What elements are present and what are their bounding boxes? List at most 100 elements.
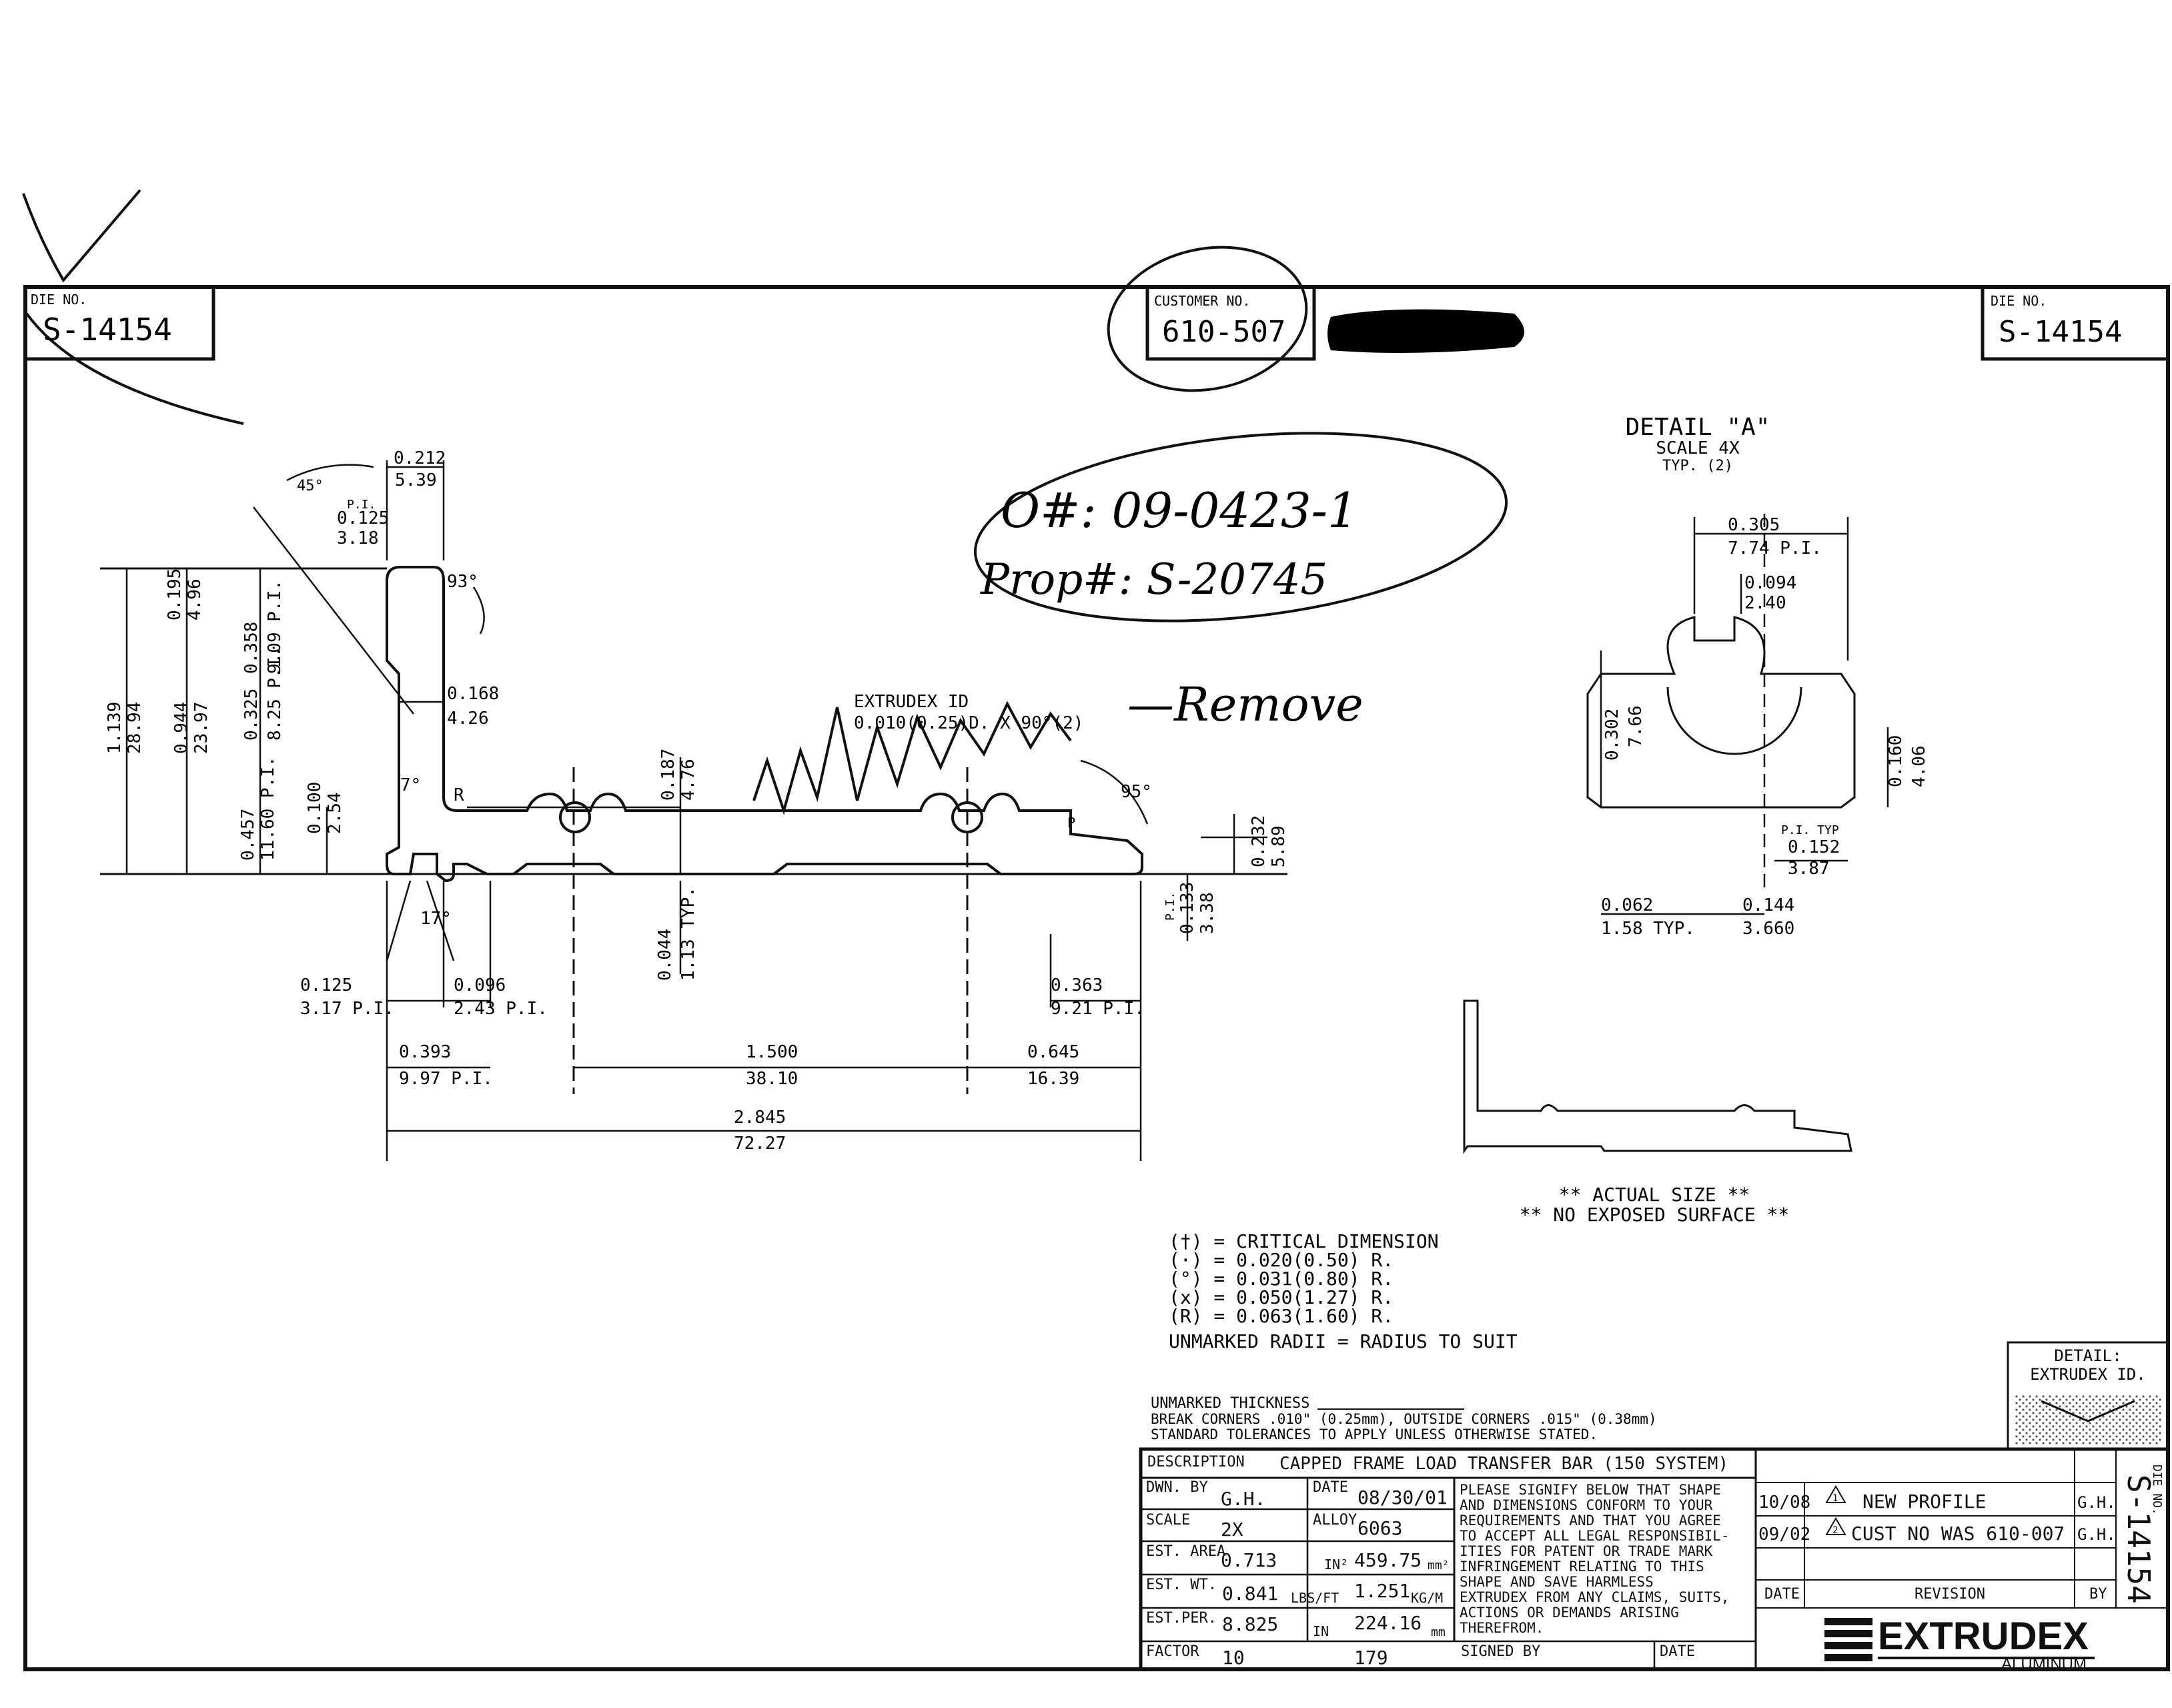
svg-text:459.75: 459.75 [1354,1549,1422,1571]
svg-text:UNMARKED THICKNESS: UNMARKED THICKNESS [1151,1395,1309,1412]
detail-a-title: DETAIL "A" [1626,414,1770,441]
revision-text: NEW PROFILE [1862,1490,1986,1513]
detail-a-scale: SCALE 4X [1656,438,1740,458]
svg-text:STANDARD TOLERANCES TO APPLY U: STANDARD TOLERANCES TO APPLY UNLESS OTHE… [1151,1426,1598,1442]
svg-text:6063: 6063 [1358,1517,1402,1539]
revision-text: CUST NO WAS 610-007 [1851,1523,2065,1545]
svg-text:23.97: 23.97 [191,702,211,754]
die-no-box-right: DIE NO. S-14154 [1981,285,2170,361]
svg-text:IN: IN [1313,1623,1329,1639]
svg-text:INFRINGEMENT RELATING TO THIS: INFRINGEMENT RELATING TO THIS [1460,1559,1704,1575]
svg-text:EST.PER.: EST.PER. [1146,1610,1217,1627]
svg-text:1.251: 1.251 [1354,1580,1410,1602]
title-block [1139,1447,2170,1671]
svg-text:BY: BY [2089,1586,2107,1603]
legend-item: (†) = CRITICAL DIMENSION [1169,1230,1439,1252]
svg-text:AND DIMENSIONS CONFORM TO YOUR: AND DIMENSIONS CONFORM TO YOUR [1460,1497,1713,1513]
order-number-handwritten: O#: 09-0423-1 [1001,482,1358,538]
svg-text:THEREFROM.: THEREFROM. [1460,1620,1544,1636]
svg-text:4.76: 4.76 [678,759,698,801]
svg-text:DESCRIPTION: DESCRIPTION [1147,1454,1245,1470]
svg-text:2.43 P.I.: 2.43 P.I. [454,999,548,1019]
svg-text:DATE: DATE [1764,1586,1800,1603]
svg-text:EXTRUDEX ID.: EXTRUDEX ID. [2030,1365,2145,1384]
svg-text:0.144: 0.144 [1742,895,1794,915]
svg-text:0.944: 0.944 [171,702,191,754]
svg-text:1.500: 1.500 [746,1042,798,1062]
legend-item: (·) = 0.020(0.50) R. [1169,1249,1394,1271]
svg-text:EXTRUDEX FROM ANY CLAIMS, SUIT: EXTRUDEX FROM ANY CLAIMS, SUITS, [1460,1589,1730,1605]
svg-text:4.06: 4.06 [1909,745,1929,787]
svg-text:EST. WT.: EST. WT. [1146,1577,1217,1593]
svg-text:72.27: 72.27 [734,1134,786,1154]
customer-no-value: 610-507 [1162,315,1285,349]
svg-text:2: 2 [1832,1525,1838,1536]
svg-text:3.18: 3.18 [337,528,379,548]
svg-text:** NO EXPOSED SURFACE **: ** NO EXPOSED SURFACE ** [1520,1204,1790,1226]
svg-text:2.54: 2.54 [325,792,345,834]
die-no-value: S-14154 [43,312,172,348]
die-no-box-left: DIE NO. S-14154 [23,285,215,361]
svg-text:0.152: 0.152 [1788,837,1840,857]
svg-text:0.125: 0.125 [337,508,389,528]
title-block-text: DESCRIPTION CAPPED FRAME LOAD TRANSFER B… [1146,1454,2164,1669]
svg-text:P.I.: P.I. [347,498,376,512]
svg-text:5.89: 5.89 [1269,825,1289,867]
svg-text:0.358: 0.358 [241,622,261,674]
svg-text:0.457: 0.457 [238,809,258,861]
svg-text:3.87: 3.87 [1788,859,1830,879]
svg-text:9.97 P.I.: 9.97 P.I. [399,1069,493,1089]
notes: ** ACTUAL SIZE ** ** NO EXPOSED SURFACE … [1151,1184,1789,1442]
svg-text:28.94: 28.94 [125,702,145,754]
die-no-right-value: S-14154 [1999,315,2122,349]
svg-text:17°: 17° [420,909,452,929]
svg-text:3.660: 3.660 [1742,919,1794,939]
svg-text:P.I.: P.I. [1163,892,1177,921]
svg-text:7.66: 7.66 [1626,705,1646,747]
svg-text:DWN. BY: DWN. BY [1146,1479,1208,1496]
svg-text:BREAK CORNERS .010" (0.25mm),: BREAK CORNERS .010" (0.25mm), OUTSIDE CO… [1151,1411,1657,1427]
svg-text:224.16: 224.16 [1354,1612,1422,1634]
main-dim-text: 0.212 5.39 45° P.I. 0.125 3.18 93° 0.195… [105,448,1289,1154]
logo-text: EXTRUDEX [1878,1615,2089,1658]
redaction-mark [1327,309,1524,353]
svg-text:10: 10 [1222,1647,1245,1669]
svg-text:DATE: DATE [1660,1643,1695,1660]
svg-text:0.125: 0.125 [300,975,352,995]
svg-text:179: 179 [1354,1647,1388,1669]
svg-text:0.160: 0.160 [1886,735,1906,787]
sheet-border [23,285,2170,1671]
prop-number-handwritten: Prop#: S-20745 [980,555,1327,604]
svg-text:0.010(0.25)D. X 90°(2): 0.010(0.25)D. X 90°(2) [854,713,1083,733]
svg-text:TO ACCEPT ALL LEGAL RESPONSIBI: TO ACCEPT ALL LEGAL RESPONSIBIL- [1460,1528,1730,1544]
customer-no-box: CUSTOMER NO. 610-507 [1107,246,1316,392]
svg-text:IN²: IN² [1324,1557,1348,1573]
svg-text:0.168: 0.168 [447,684,499,704]
legend-item: (R) = 0.063(1.60) R. [1169,1305,1394,1327]
extrudex-logo: EXTRUDEX ALUMINUM [1824,1615,2095,1673]
legend-item: UNMARKED RADII = RADIUS TO SUIT [1169,1330,1518,1352]
svg-text:ITIES FOR PATENT OR TRADE MARK: ITIES FOR PATENT OR TRADE MARK [1460,1543,1713,1559]
logo-subtext: ALUMINUM [2001,1655,2087,1673]
svg-text:0.713: 0.713 [1221,1549,1277,1571]
svg-text:mm: mm [1431,1625,1446,1639]
svg-text:8.825: 8.825 [1222,1613,1278,1635]
side-die-no: S-14154 [2121,1474,2157,1604]
svg-text:8.25 P.I.: 8.25 P.I. [265,647,285,741]
svg-text:45°: 45° [297,478,324,494]
svg-text:0.393: 0.393 [399,1042,451,1062]
svg-text:DIE NO.: DIE NO. [2150,1464,2164,1515]
svg-text:3.17 P.I.: 3.17 P.I. [300,999,394,1019]
svg-text:SCALE: SCALE [1146,1512,1190,1529]
svg-text:REVISION: REVISION [1915,1586,1985,1603]
svg-text:ACTIONS OR DEMANDS ARISING: ACTIONS OR DEMANDS ARISING [1460,1605,1679,1621]
revision-date: 09/02 [1758,1525,1810,1545]
svg-text:DATE: DATE [1313,1479,1348,1496]
customer-no-label: CUSTOMER NO. [1154,293,1251,309]
svg-text:PLEASE SIGNIFY BELOW THAT SHAP: PLEASE SIGNIFY BELOW THAT SHAPE [1460,1482,1721,1498]
svg-text:0.645: 0.645 [1027,1042,1079,1062]
svg-text:4.26: 4.26 [447,709,489,729]
svg-text:mm²: mm² [1428,1559,1450,1573]
svg-text:0.232: 0.232 [1249,815,1269,867]
